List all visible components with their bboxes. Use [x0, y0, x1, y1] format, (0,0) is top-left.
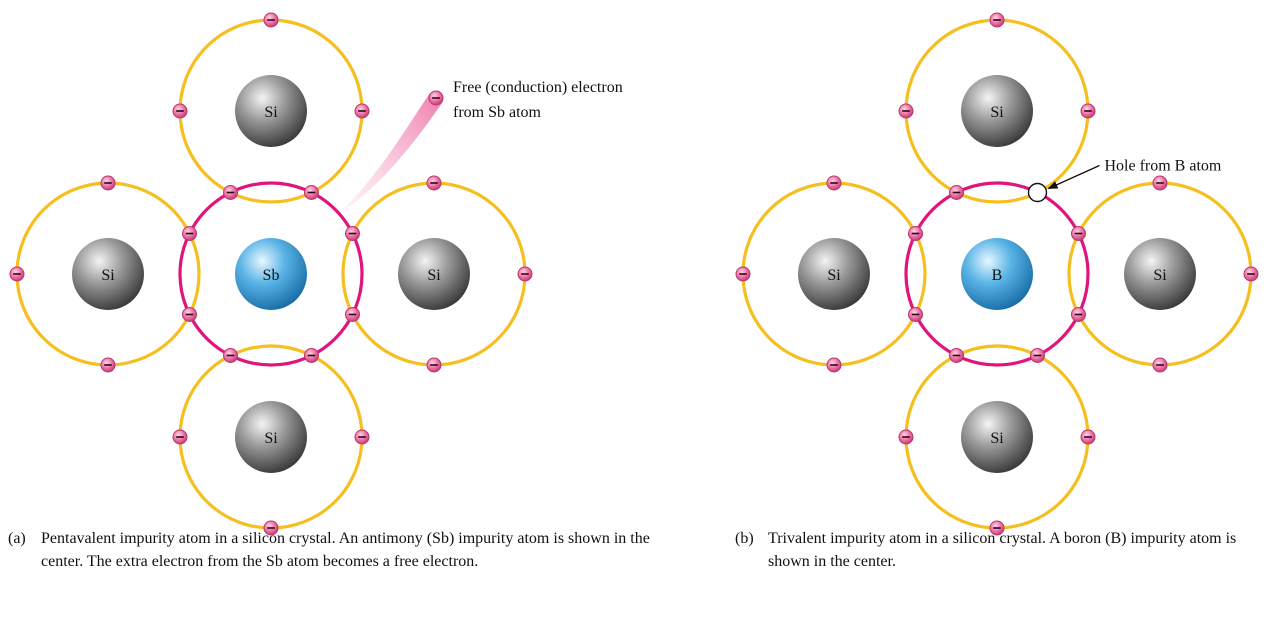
caption-b-tag: (b): [735, 527, 754, 550]
panel-b-hole: [1028, 184, 1046, 202]
panel-b-outer-electron-top-2: [1081, 104, 1095, 118]
panel-b-atom-top-label: Si: [990, 104, 1004, 121]
panel-a-outer-electron-right-2: [427, 358, 441, 372]
panel-a-bond-electron-7: [346, 307, 360, 321]
panel-a-atom-right-label: Si: [427, 267, 441, 284]
panel-b-bond-electron-2: [950, 349, 964, 363]
panel-b-outer-electron-right-0: [1244, 267, 1258, 281]
panel-b-bond-electron-3: [1030, 349, 1044, 363]
panel-a-outer-electron-left-0: [10, 267, 24, 281]
panel-b-atom-bottom-label: Si: [990, 430, 1004, 447]
panel-a-bond-electron-3: [304, 349, 318, 363]
caption-a-tag: (a): [8, 527, 26, 550]
panel-b-bond-electron-0: [950, 186, 964, 200]
panel-a-bond-electron-5: [183, 307, 197, 321]
panel-b-hole-arrow: [1048, 166, 1099, 189]
annotation-hole: Hole from B atom: [1104, 158, 1221, 175]
panel-b-bond-electron-5: [909, 307, 923, 321]
panel-b-outer-electron-right-1: [1153, 176, 1167, 190]
panel-a-bond-electron-6: [346, 227, 360, 241]
panel-b-outer-electron-left-2: [827, 358, 841, 372]
panel-b-bond-electron-7: [1072, 307, 1086, 321]
panel-a-bond-electron-2: [224, 349, 238, 363]
panel-b-outer-electron-top-0: [990, 13, 1004, 27]
panel-a-bond-electron-1: [304, 186, 318, 200]
panel-b-atom-right-label: Si: [1153, 267, 1167, 284]
panel-a-atom-top-label: Si: [264, 104, 278, 121]
panel-a-outer-electron-right-0: [518, 267, 532, 281]
panel-a-outer-electron-bottom-2: [355, 430, 369, 444]
panel-a-free-electron: [429, 91, 443, 105]
annotation-free-electron-line1: Free (conduction) electron: [453, 79, 623, 96]
caption-b-text: Trivalent impurity atom in a silicon cry…: [735, 527, 1255, 573]
panel-b-atom-center-label: B: [992, 267, 1003, 284]
panel-b-bond-electron-4: [909, 227, 923, 241]
panel-a-outer-electron-top-1: [173, 104, 187, 118]
panel-a-bond-electron-0: [224, 186, 238, 200]
caption-b: (b) Trivalent impurity atom in a silicon…: [735, 527, 1255, 573]
panel-a-outer-electron-top-0: [264, 13, 278, 27]
panel-b-outer-electron-top-1: [899, 104, 913, 118]
panel-b-outer-electron-left-1: [827, 176, 841, 190]
panel-a-outer-electron-top-2: [355, 104, 369, 118]
panel-a-outer-electron-right-1: [427, 176, 441, 190]
panel-b-atom-left-label: Si: [827, 267, 841, 284]
panel-a-outer-electron-bottom-1: [173, 430, 187, 444]
panel-a-atom-bottom-label: Si: [264, 430, 278, 447]
caption-a-text: Pentavalent impurity atom in a silicon c…: [8, 527, 688, 573]
panel-a-outer-electron-left-1: [101, 176, 115, 190]
panel-b-outer-electron-bottom-1: [899, 430, 913, 444]
panel-a-outer-electron-left-2: [101, 358, 115, 372]
panel-a-atom-left-label: Si: [101, 267, 115, 284]
annotation-free-electron-line2: from Sb atom: [453, 104, 542, 121]
panel-b-outer-electron-left-0: [736, 267, 750, 281]
panel-a-atom-center-label: Sb: [263, 267, 280, 284]
panel-b-outer-electron-right-2: [1153, 358, 1167, 372]
caption-a: (a) Pentavalent impurity atom in a silic…: [8, 527, 688, 573]
panel-a-bond-electron-4: [183, 227, 197, 241]
panel-b-outer-electron-bottom-2: [1081, 430, 1095, 444]
panel-b-bond-electron-6: [1072, 227, 1086, 241]
